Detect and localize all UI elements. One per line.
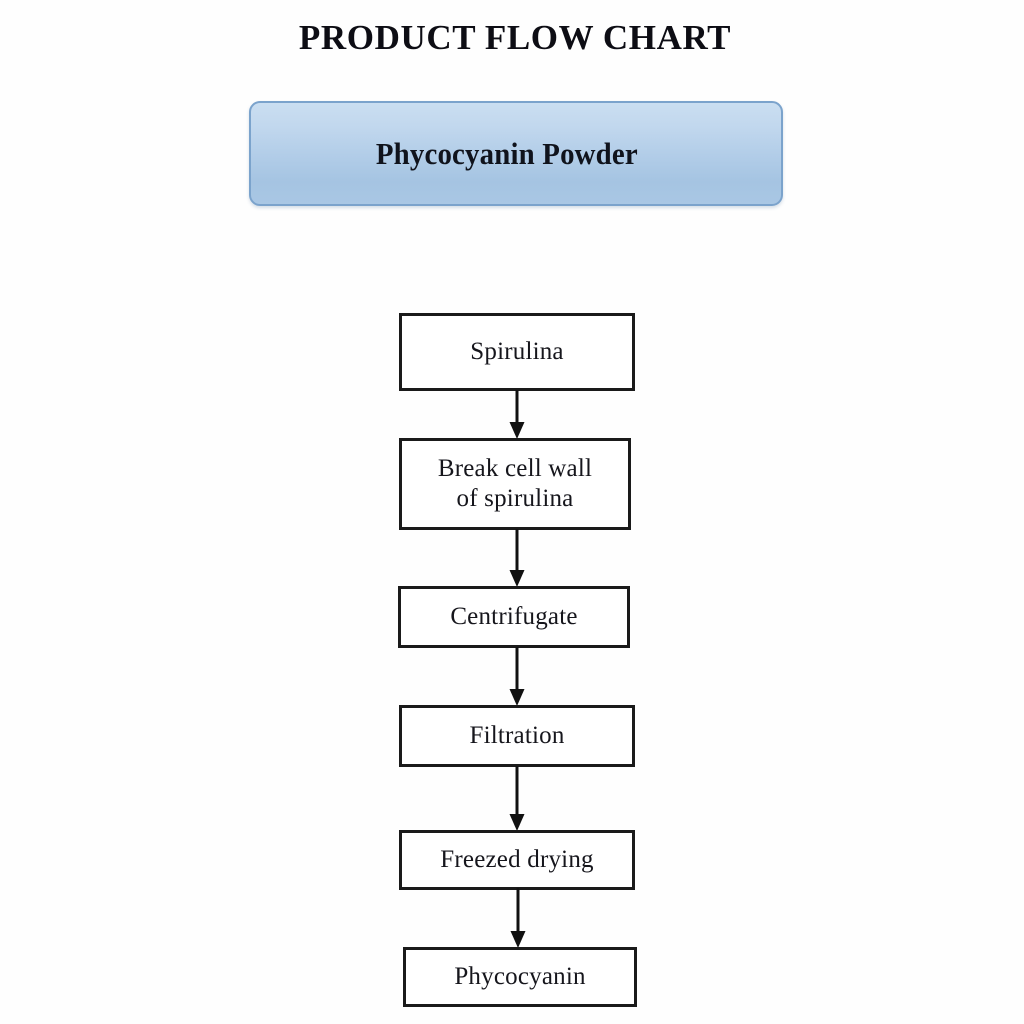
flow-step-label: Phycocyanin xyxy=(454,963,586,990)
page-title: PRODUCT FLOW CHART xyxy=(298,18,732,57)
arrow-down-icon-3 xyxy=(506,647,528,707)
flow-step-freezed-drying: Freezed drying xyxy=(399,830,635,890)
flow-step-phycocyanin: Phycocyanin xyxy=(403,947,637,1007)
arrow-down-icon-4 xyxy=(506,766,528,832)
arrow-down-icon-2 xyxy=(506,529,528,588)
product-banner-label: Phycocyanin Powder xyxy=(375,135,638,171)
flow-step-filtration: Filtration xyxy=(399,705,635,767)
arrow-down-icon-5 xyxy=(507,888,529,949)
flow-step-label: Filtration xyxy=(469,722,565,749)
flow-step-spirulina: Spirulina xyxy=(399,313,635,391)
arrow-down-icon-1 xyxy=(506,390,528,440)
flow-step-label: Centrifugate xyxy=(450,603,578,630)
flow-step-break-cell-wall: Break cell wall of spirulina xyxy=(399,438,631,530)
flow-step-label: Spirulina xyxy=(470,338,564,365)
flow-step-centrifugate: Centrifugate xyxy=(398,586,630,648)
flow-step-label: Break cell wall of spirulina xyxy=(437,455,593,512)
product-banner: Phycocyanin Powder xyxy=(249,101,783,206)
flow-step-label: Freezed drying xyxy=(440,846,594,873)
